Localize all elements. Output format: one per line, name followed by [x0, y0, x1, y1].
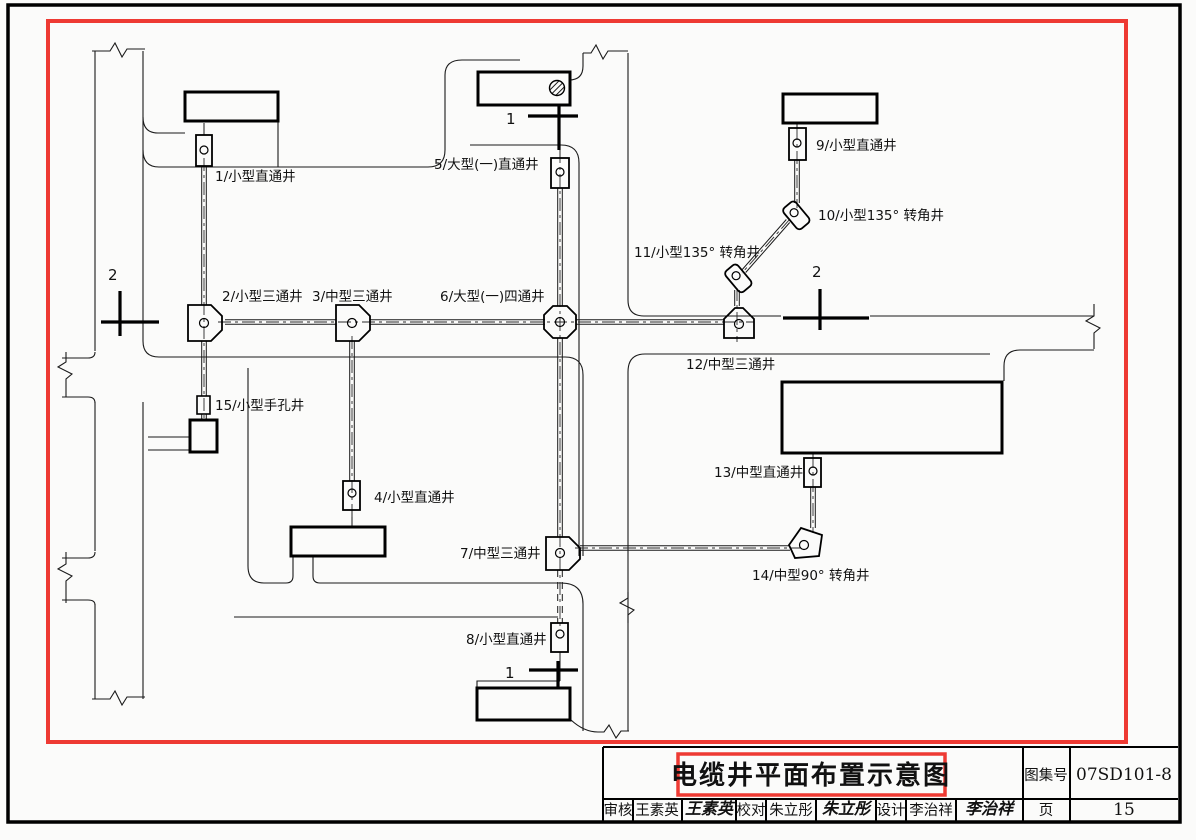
well-label-9: 9/小型直通井: [816, 138, 897, 154]
well-label-4: 4/小型直通井: [374, 490, 455, 506]
checker-name: 朱立彤: [769, 802, 813, 819]
well-2: [187, 304, 223, 342]
hatched-circle-marker: [548, 79, 566, 97]
section-mark-2-left: [101, 291, 159, 336]
well-label-3: 3/中型三通井: [312, 289, 393, 305]
break-mark: [583, 43, 628, 61]
title-block: 电缆井平面布置示意图 图集号 07SD101-8 页 15 审核 王素英 王素英…: [602, 746, 1178, 822]
reviewer-signature: 王素英: [685, 799, 736, 818]
well-8: [550, 622, 569, 653]
section-label-1-top: 1: [506, 110, 516, 128]
well-label-15: 15/小型手孔井: [215, 398, 304, 414]
well-label-14: 14/中型90° 转角井: [752, 568, 869, 584]
page-border: [6, 3, 1182, 824]
building: [780, 380, 1004, 455]
section-mark-1-top: [528, 104, 578, 150]
break-mark: [1084, 304, 1101, 349]
buildings: [183, 70, 1004, 722]
well-label-11: 11/小型135° 转角井: [634, 245, 760, 261]
well-9: [788, 127, 807, 161]
title-block-grid: [602, 746, 1178, 822]
section-label-2-right: 2: [812, 263, 822, 281]
break-mark: [618, 592, 635, 623]
designer-name: 李治祥: [909, 802, 953, 819]
well-label-1: 1/小型直通井: [215, 169, 296, 185]
well-label-13: 13/中型直通井: [714, 465, 803, 481]
well-4: [342, 480, 361, 511]
well-label-10: 10/小型135° 转角井: [818, 208, 944, 224]
building: [475, 686, 572, 722]
well-7: [545, 536, 581, 571]
checker-signature: 朱立彤: [822, 799, 873, 818]
well-14: [787, 526, 823, 559]
red-highlight-frame: [46, 19, 1128, 744]
page-number: 15: [1113, 800, 1135, 820]
building: [183, 90, 280, 123]
well-label-8: 8/小型直通井: [466, 632, 547, 648]
cable-runs: [201, 105, 816, 681]
well-12: [723, 307, 755, 339]
section-mark-1-bottom: [529, 661, 578, 688]
page-label: 页: [1039, 803, 1054, 819]
section-labels: 1 1 2 2: [108, 110, 822, 682]
well-5: [550, 157, 570, 189]
well-label-2: 2/小型三通井: [222, 289, 303, 305]
well-6: [543, 305, 577, 339]
well-label-12: 12/中型三通井: [686, 357, 775, 373]
building: [289, 525, 387, 558]
break-mark: [92, 689, 145, 707]
designer-label: 设计: [877, 802, 906, 819]
break-mark: [56, 352, 73, 397]
drawing-title: 电缆井平面布置示意图: [671, 760, 951, 791]
well-13: [803, 457, 822, 488]
section-marks: [101, 104, 869, 688]
well-label-6: 6/大型(一)四通井: [440, 289, 545, 305]
section-label-2-left: 2: [108, 266, 118, 284]
well-10: [782, 200, 811, 231]
well-15: [196, 395, 211, 415]
well-11: [724, 263, 753, 294]
designer-signature: 李治祥: [965, 799, 1016, 818]
section-label-1-bottom: 1: [505, 664, 515, 682]
reviewer-label: 审核: [604, 802, 633, 819]
checker-label: 校对: [737, 802, 766, 819]
structure-box: [188, 418, 219, 454]
well-label-7: 7/中型三通井: [460, 546, 541, 562]
atlas-number-label: 图集号: [1024, 767, 1068, 784]
title-red-box: [676, 752, 947, 797]
well-labels: 1/小型直通井 2/小型三通井 3/中型三通井 4/小型直通井 5/大型(一)直…: [215, 138, 944, 648]
section-mark-2-right: [783, 289, 869, 330]
well-1: [195, 134, 213, 167]
building: [781, 92, 879, 125]
wells: [187, 127, 823, 653]
building: [476, 70, 572, 107]
atlas-number-value: 07SD101-8: [1076, 765, 1172, 785]
break-mark: [56, 552, 73, 603]
road-network: [56, 41, 1101, 740]
well-label-5: 5/大型(一)直通井: [434, 157, 539, 173]
well-3: [335, 304, 371, 342]
reviewer-name: 王素英: [635, 801, 679, 819]
break-mark: [92, 41, 145, 59]
